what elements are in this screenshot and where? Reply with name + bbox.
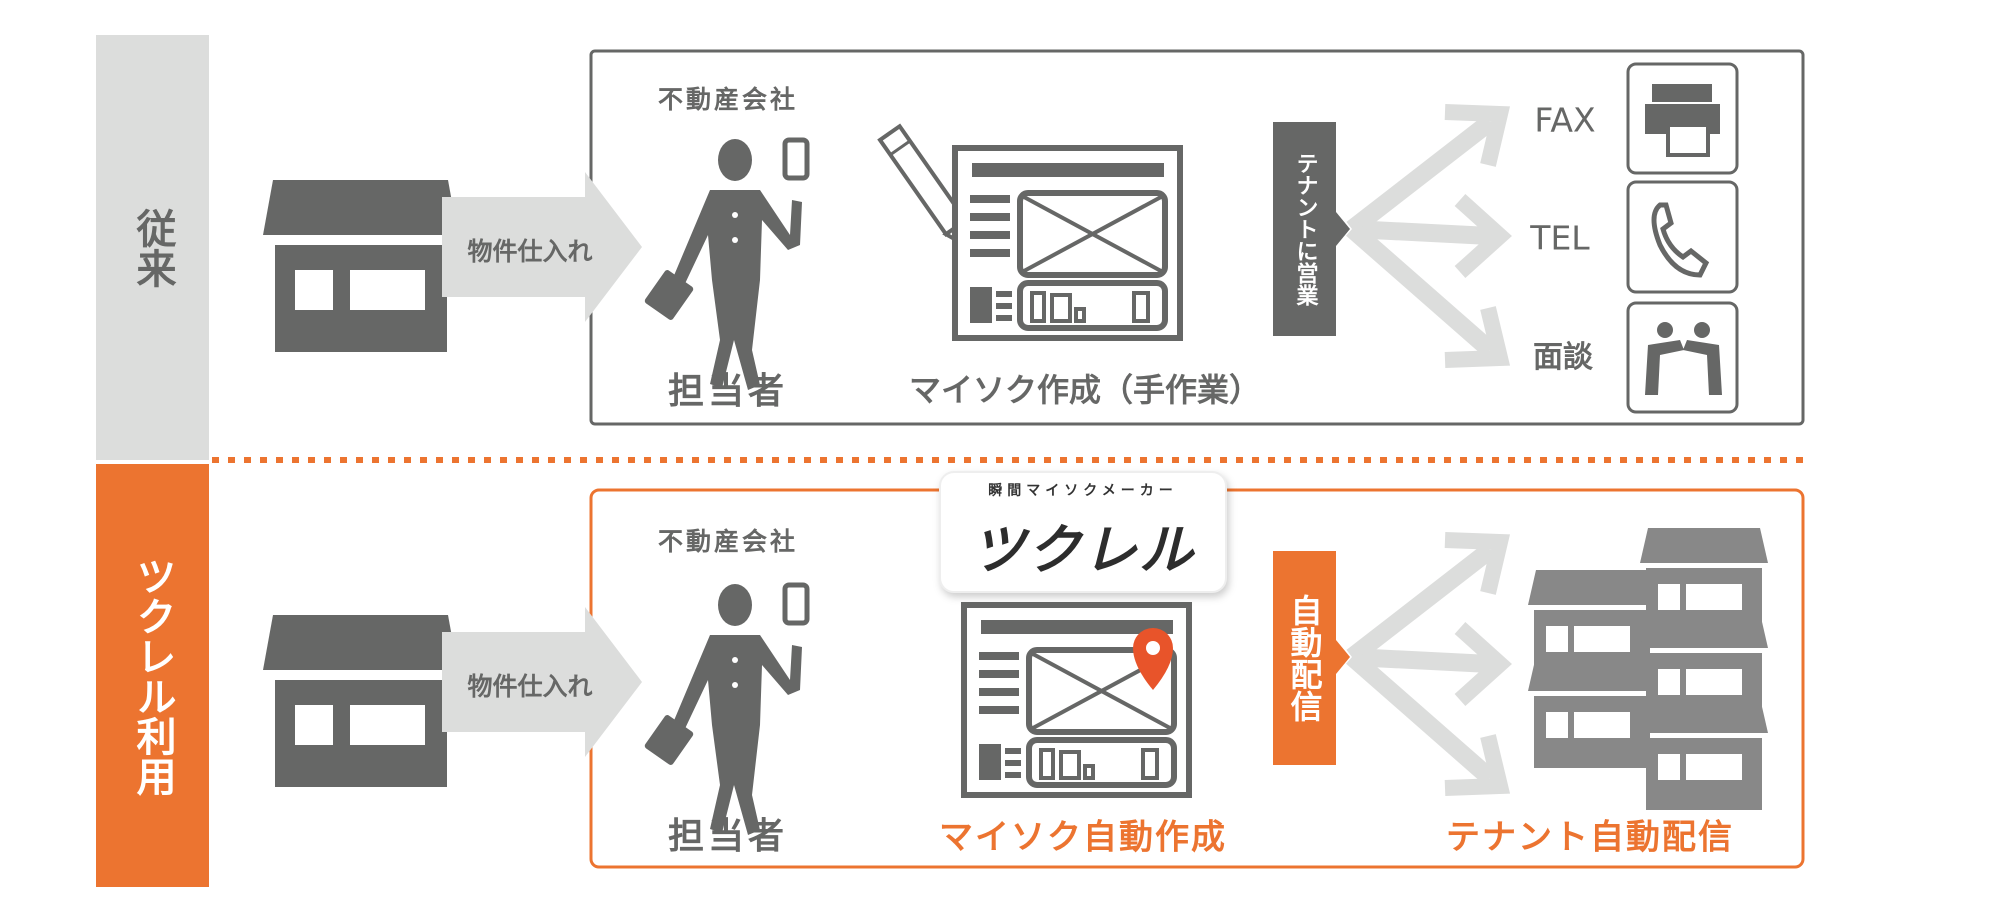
sales-label-box (1273, 122, 1336, 336)
logo-text: ツクレル (971, 518, 1195, 582)
tenant-caption: テナント自動配信 (1446, 817, 1734, 858)
company-label: 不動産会社 (657, 85, 799, 114)
channel-fax-label: FAX (1534, 100, 1596, 140)
channel-tel-label: TEL (1530, 218, 1590, 258)
property-house-icon (263, 180, 458, 352)
company-label: 不動産会社 (657, 527, 799, 556)
person-icon (644, 139, 807, 390)
acquisition-label: 物件仕入れ (467, 237, 593, 266)
meeting-bow-icon (1626, 301, 1739, 414)
tsukureru-band (96, 464, 209, 887)
fan-arrows (1346, 532, 1512, 796)
conventional-band (96, 35, 209, 460)
person-icon (644, 584, 807, 835)
logo-tagline: 瞬間マイソクメーカー (988, 483, 1178, 499)
fan-arrows (1346, 104, 1512, 368)
acquisition-label: 物件仕入れ (467, 672, 593, 701)
conventional-section-label: 従来 (129, 207, 176, 288)
tenant-house-icon (1528, 656, 1656, 768)
sales-label: テナントに営業 (1292, 152, 1318, 306)
tenant-house-icon (1640, 698, 1768, 810)
map-pin-icon (1133, 628, 1173, 690)
maisoku-document-icon (955, 148, 1180, 338)
tsukureru-section-label: ツクレル利用 (129, 555, 176, 796)
acquisition-arrow (442, 607, 642, 757)
document-caption: マイソク自動作成 (939, 817, 1227, 858)
property-house-icon (263, 615, 458, 787)
channel-meeting-label: 面談 (1533, 340, 1593, 375)
person-label: 担当者 (667, 816, 789, 857)
auto-delivery-box (1273, 551, 1336, 765)
person-label: 担当者 (667, 371, 789, 412)
auto-delivery-label: 自動配信 (1285, 594, 1324, 722)
tsukureru-logo-card (939, 471, 1227, 593)
acquisition-arrow (442, 172, 642, 322)
document-caption: マイソク作成（手作業） (908, 371, 1262, 409)
fax-icon (1626, 62, 1739, 175)
phone-icon (1626, 180, 1739, 294)
